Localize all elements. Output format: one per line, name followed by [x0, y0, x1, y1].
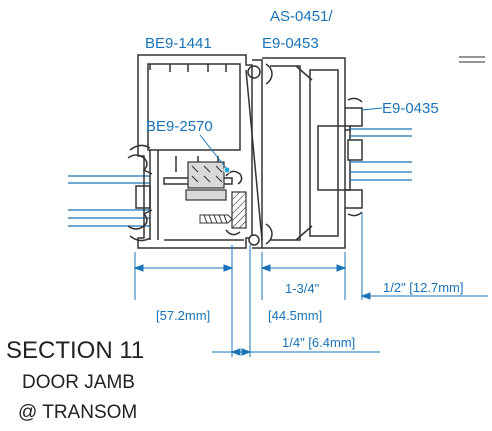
right-glass-unit — [350, 128, 412, 181]
dim-stop: 1/2" [12.7mm] — [383, 280, 463, 295]
thermal-break — [185, 161, 227, 201]
insert-be9-2570 — [225, 170, 247, 236]
pivot-marker — [223, 166, 231, 174]
section-title: SECTION 11 — [6, 337, 144, 364]
door-stile-as-0451-e9-0453 — [262, 57, 346, 249]
dimension-lines — [133, 264, 488, 356]
leader-e9-0435 — [361, 107, 383, 111]
equals-mark — [459, 56, 485, 63]
label-e9-0435: E9-0435 — [382, 100, 439, 117]
left-glass-unit — [68, 175, 150, 227]
label-as-0451: AS-0451/ — [270, 8, 333, 25]
adaptor-e9-0435 — [317, 97, 363, 217]
label-be9-2570: BE9-2570 — [146, 118, 213, 135]
dimension-extension-lines — [134, 212, 363, 357]
fastener-screw — [199, 214, 233, 224]
dim-jamb-imperial: 1-3/4" — [285, 281, 320, 296]
center-jamb — [245, 59, 263, 249]
section-subtitle-1: DOOR JAMB — [22, 372, 135, 393]
dim-gap: 1/4" [6.4mm] — [282, 335, 355, 350]
frame-be9-1441 — [137, 54, 253, 249]
label-e9-0453: E9-0453 — [262, 35, 319, 52]
dim-jamb-metric: [44.5mm] — [268, 308, 322, 323]
right-glass-spacer — [347, 139, 363, 161]
left-glass-spacer — [135, 185, 151, 209]
label-be9-1441: BE9-1441 — [145, 35, 212, 52]
dim-frame-metric: [57.2mm] — [156, 308, 210, 323]
leader-be9-2570 — [199, 134, 227, 169]
section-subtitle-2: @ TRANSOM — [18, 402, 137, 423]
